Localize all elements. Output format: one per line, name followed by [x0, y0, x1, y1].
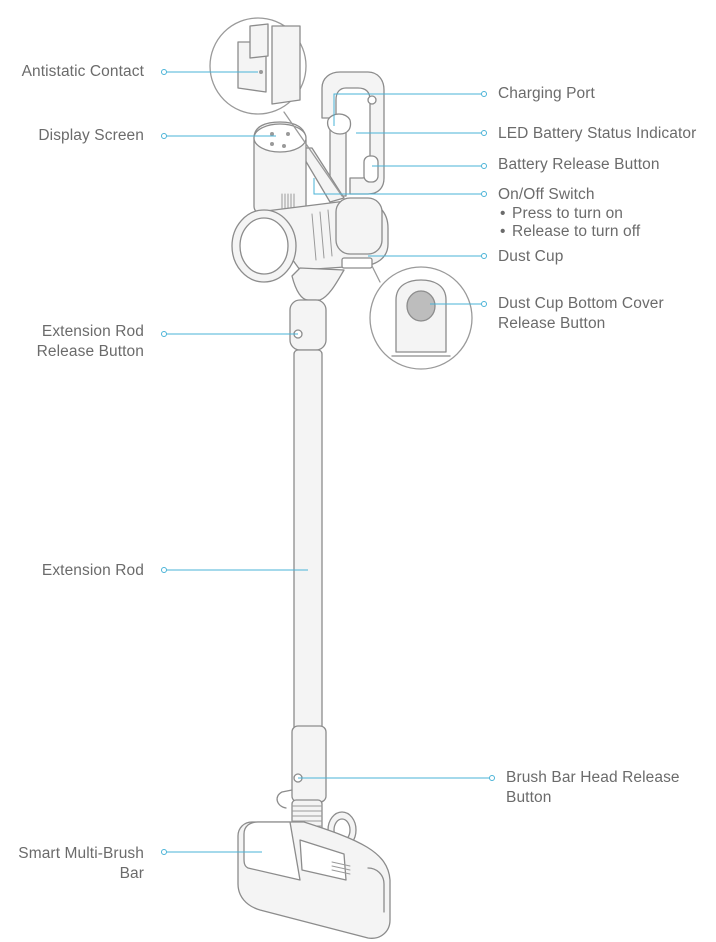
label-brush-head-release: Brush Bar Head Release Button [506, 769, 680, 806]
label-dust-cup: Dust Cup [498, 248, 564, 265]
label-antistatic-contact: Antistatic Contact [21, 63, 144, 80]
battery-release-button [363, 155, 379, 183]
label-extension-rod-release: Extension Rod Release Button [36, 323, 144, 360]
label-display-screen: Display Screen [38, 127, 144, 144]
label-onoff-switch: On/Off Switch Press to turn on Release t… [498, 185, 640, 241]
label-charging-port: Charging Port [498, 85, 595, 102]
extension-rod [293, 349, 323, 733]
label-led-battery-status: LED Battery Status Indicator [498, 125, 697, 142]
label-smart-multi-brush-bar: Smart Multi-Brush Bar [18, 845, 144, 882]
label-battery-release: Battery Release Button [498, 156, 660, 173]
label-extension-rod: Extension Rod [41, 562, 144, 579]
label-dust-cup-bottom-cover: Dust Cup Bottom Cover Release Button [498, 295, 664, 332]
